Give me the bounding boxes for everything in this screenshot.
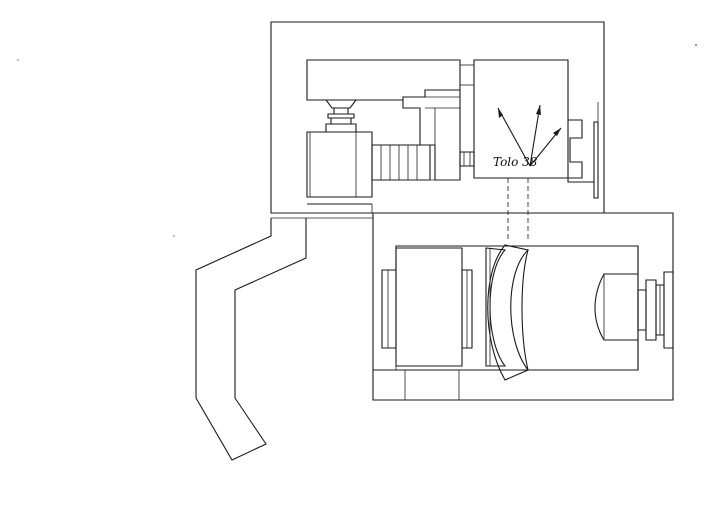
- label-tolo: Tolo 38: [493, 155, 538, 169]
- angled-duct: [196, 218, 306, 460]
- annotated-box: Tolo 38: [474, 60, 598, 198]
- upper-housing-outline: [271, 22, 604, 213]
- right-chamber: [522, 246, 673, 370]
- head-block: [307, 60, 460, 100]
- stepped-profile: [568, 120, 582, 178]
- upper-housing: [271, 22, 604, 213]
- spindle-cone: [326, 100, 356, 108]
- rotor-block: [396, 248, 462, 366]
- vector-arrows: [498, 105, 561, 166]
- motor-body: [307, 132, 460, 213]
- annotated-box-outline: [474, 60, 568, 178]
- column-steps: [403, 90, 460, 180]
- left-rotor: [382, 248, 472, 366]
- head-assembly: [307, 60, 474, 132]
- curved-lens: [486, 245, 528, 380]
- duct-outline: [196, 218, 306, 460]
- dashed-connection: [508, 178, 528, 240]
- corner-marks: [17, 44, 697, 237]
- flange: [646, 280, 656, 340]
- motor-block: [307, 132, 372, 197]
- connector-knob: [460, 152, 474, 166]
- dome: [595, 274, 638, 340]
- lower-inner-frame: [373, 246, 638, 400]
